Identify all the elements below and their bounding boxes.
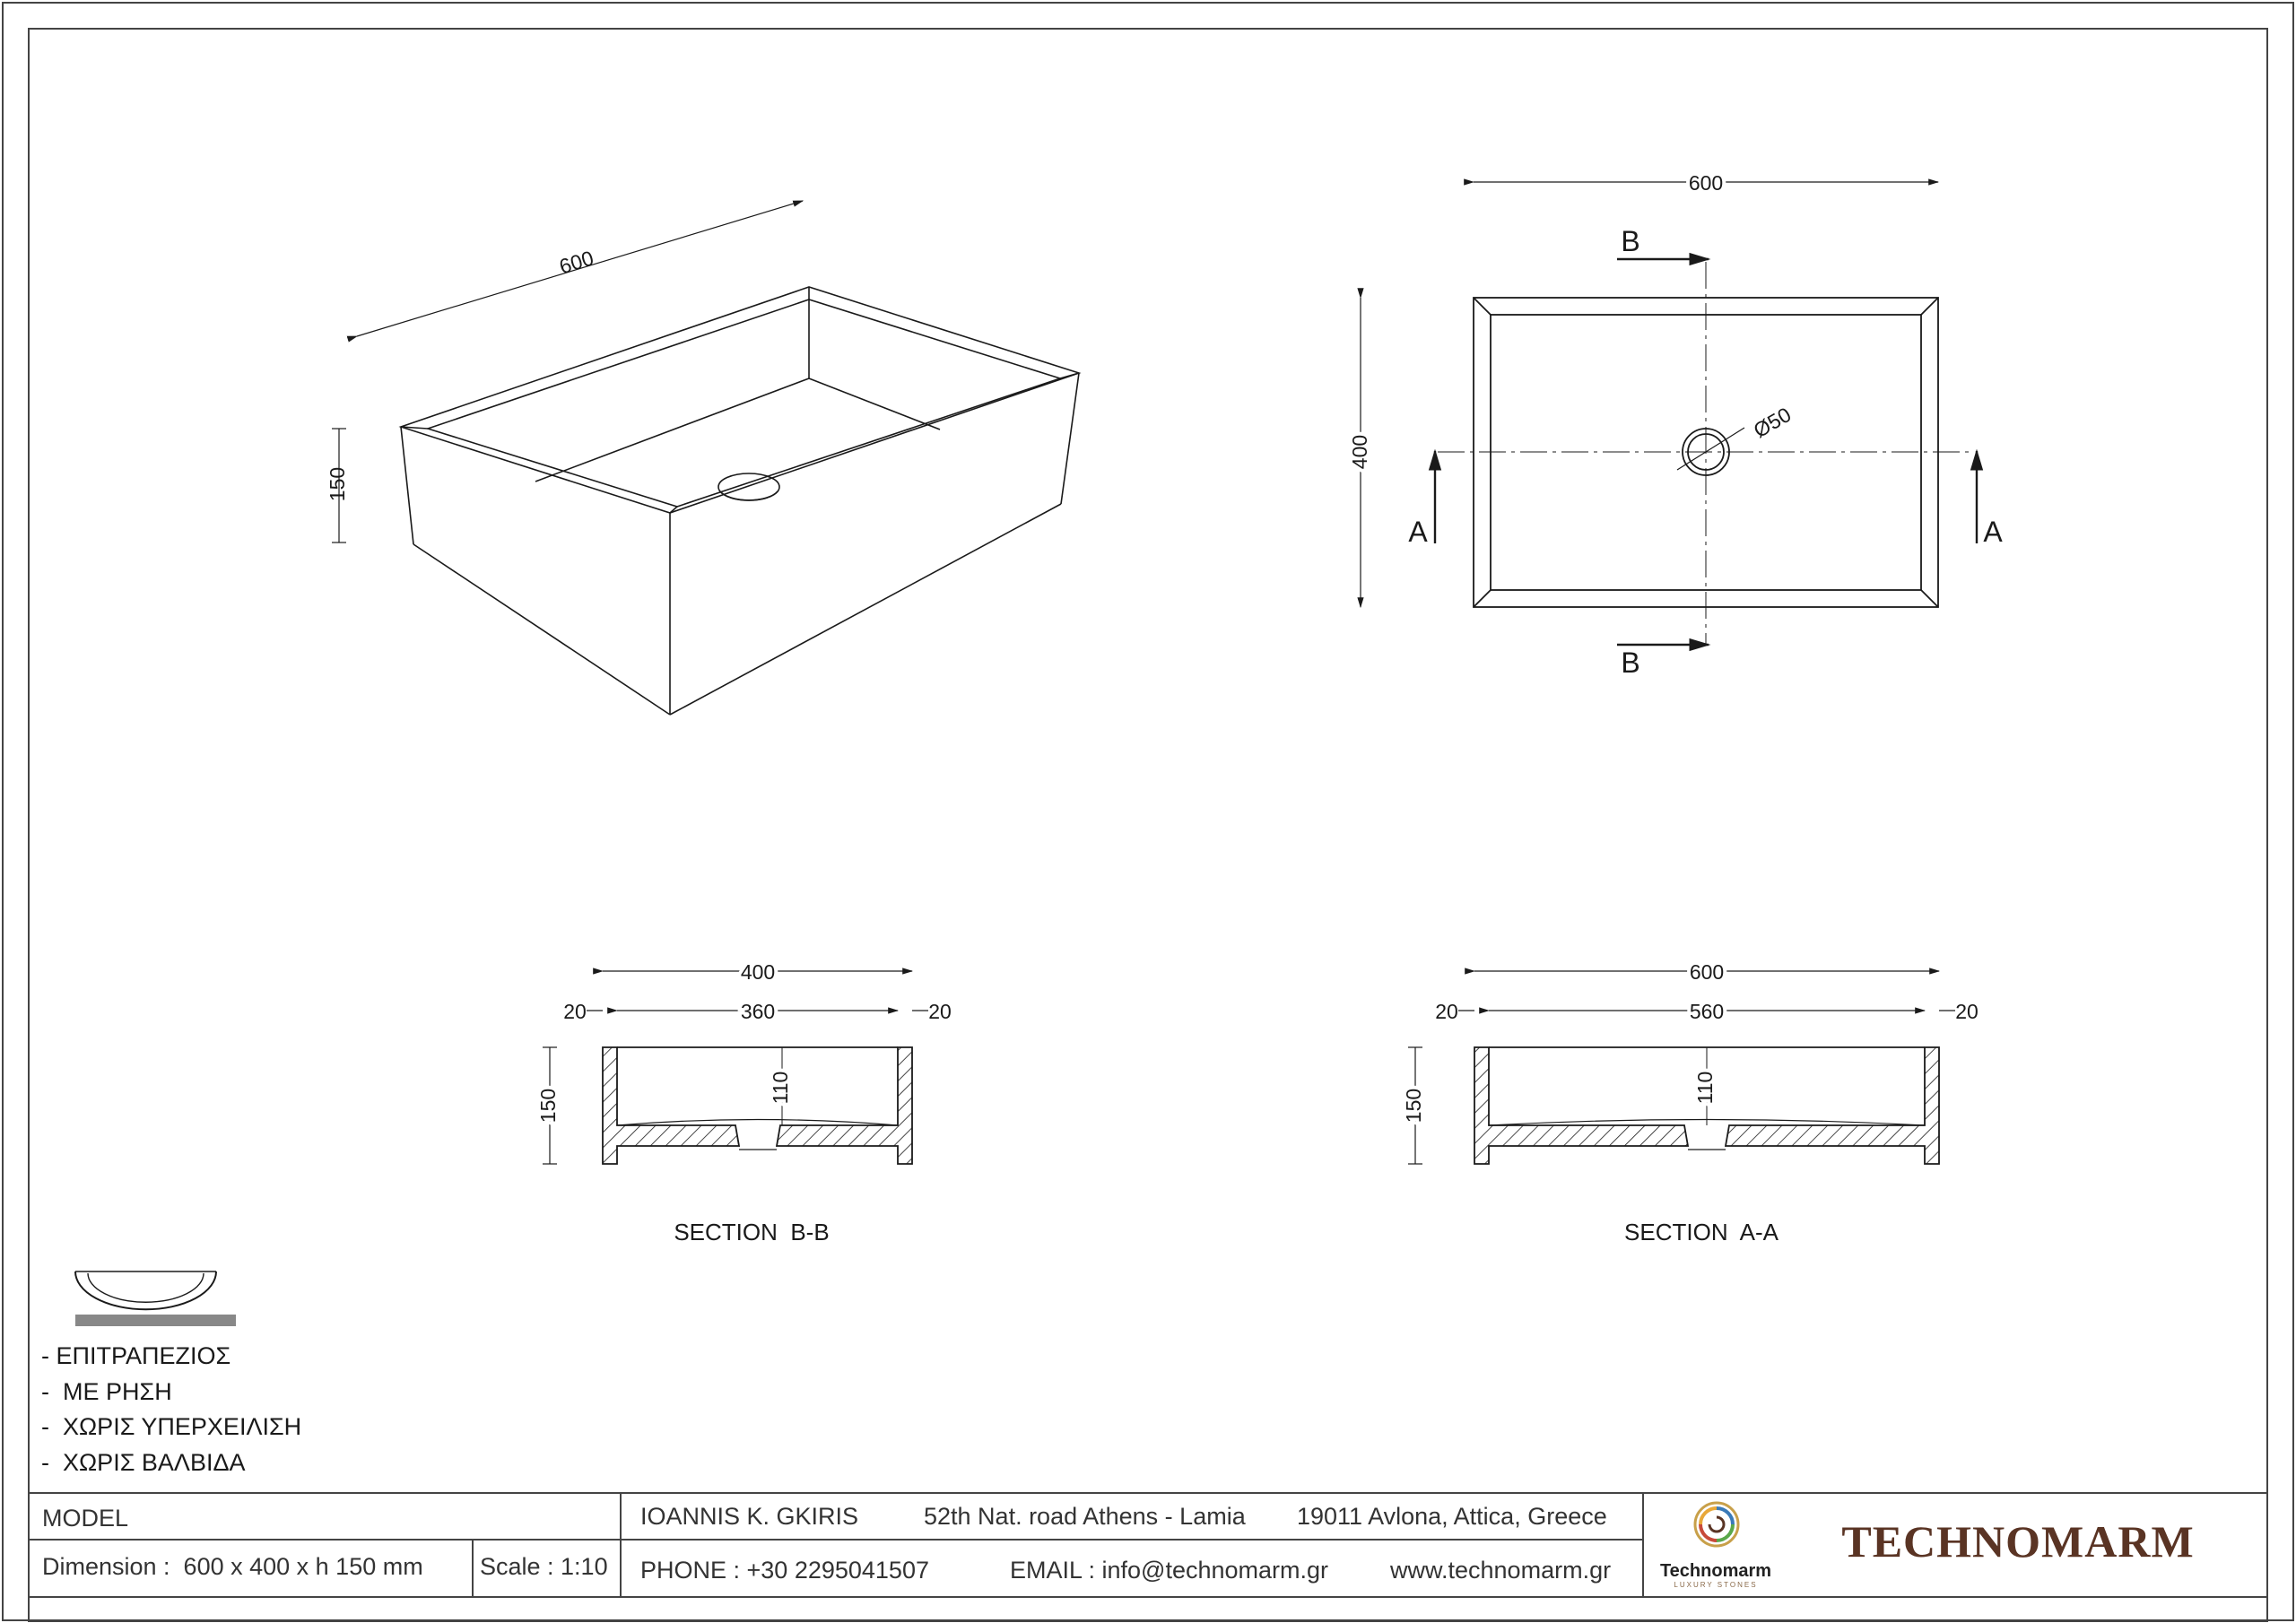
top-width-label: 600 (1689, 171, 1723, 195)
iso-height-label: 150 (326, 467, 349, 501)
bb-wall-left-label: 20 (563, 1000, 587, 1023)
cut-a-right-label: A (1983, 516, 2003, 548)
countertop-basin-icon (74, 1271, 236, 1326)
iso-height-dimension: 150 (326, 428, 349, 543)
technomarm-logo-icon (1693, 1501, 1740, 1548)
note-4: - ΧΩΡΙΣ ΒΑΛΒΙΔΑ (41, 1449, 246, 1476)
drain-diameter-label: Ø50 (1750, 403, 1796, 442)
scale-text: Scale : 1:10 (480, 1553, 608, 1580)
aa-wall-left-label: 20 (1435, 1000, 1458, 1023)
brand-wordmark: TECHNOMARM (1841, 1516, 2194, 1567)
iso-length-dimension: 600 (346, 200, 804, 343)
note-2: - ΜΕ ΡΗΣΗ (41, 1378, 172, 1405)
section-bb-title: SECTION B-B (674, 1219, 829, 1245)
cut-b-top-label: B (1621, 225, 1639, 257)
aa-overall-label: 600 (1690, 960, 1724, 984)
cut-a-left-label: A (1408, 516, 1428, 548)
bb-inner-label: 360 (741, 1000, 775, 1023)
company-city: 19011 Avlona, Attica, Greece (1297, 1503, 1607, 1530)
model-label: MODEL (42, 1505, 128, 1532)
company-name: IOANNIS K. GKIRIS (640, 1503, 858, 1530)
section-bb (602, 1046, 913, 1165)
drain-hole-inner (1687, 433, 1725, 471)
top-depth-dimension: 400 (1344, 288, 1375, 609)
iso-length-label: 600 (557, 246, 596, 278)
aa-inner-label: 560 (1690, 1000, 1724, 1023)
aa-height-label: 150 (1402, 1089, 1425, 1123)
bb-overall-label: 400 (741, 960, 775, 984)
logo-name: Technomarm (1660, 1561, 1771, 1581)
note-1: - ΕΠΙΤΡΑΠΕΖΙΟΣ (41, 1342, 230, 1369)
phone-text: PHONE : +30 2295041507 (640, 1557, 929, 1584)
dimension-text: Dimension : 600 x 400 x h 150 mm (42, 1553, 423, 1580)
aa-inner-depth-label: 110 (1693, 1072, 1717, 1105)
top-width-dimension: 600 (1464, 168, 1940, 198)
section-bb-dimensions (543, 968, 928, 1165)
cut-b-bottom-label: B (1621, 647, 1639, 679)
aa-wall-right-label: 20 (1955, 1000, 1979, 1023)
top-view (1438, 262, 1974, 646)
title-block (28, 1492, 2268, 1598)
logo-tagline: LUXURY STONES (1674, 1581, 1757, 1589)
section-aa (1474, 1046, 1940, 1165)
company-road: 52th Nat. road Athens - Lamia (924, 1503, 1247, 1530)
isometric-view (398, 286, 1082, 716)
top-depth-label: 400 (1348, 435, 1371, 469)
website-text: www.technomarm.gr (1389, 1557, 1611, 1584)
note-3: - ΧΩΡΙΣ ΥΠΕΡΧΕΙΛΙΣΗ (41, 1413, 301, 1440)
bb-height-label: 150 (536, 1089, 560, 1123)
email-text: EMAIL : info@technomarm.gr (1010, 1557, 1328, 1584)
section-aa-title: SECTION A-A (1624, 1219, 1779, 1245)
bb-wall-right-label: 20 (928, 1000, 952, 1023)
section-aa-dimensions (1408, 968, 1955, 1165)
cut-line-b (1617, 252, 1711, 652)
bb-inner-depth-label: 110 (769, 1072, 792, 1105)
drain-hole-outer (1682, 428, 1730, 476)
inner-frame (28, 28, 2268, 1622)
cut-line-a (1428, 448, 1984, 543)
